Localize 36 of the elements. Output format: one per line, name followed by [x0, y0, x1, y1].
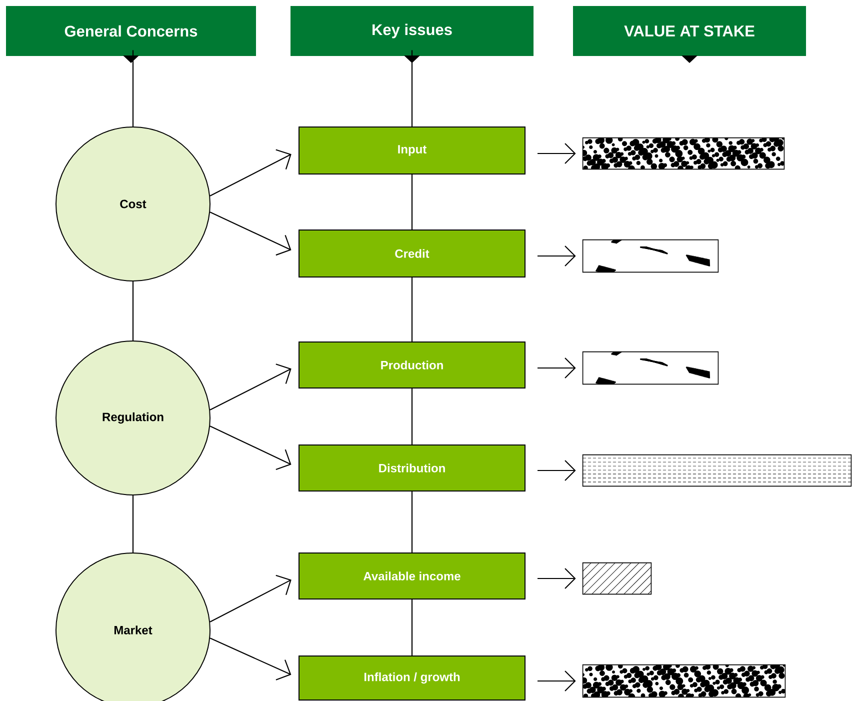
arrow: [538, 670, 576, 692]
connector-line: [411, 278, 413, 342]
bar: [582, 562, 652, 595]
arrow: [210, 212, 292, 256]
arrow: [210, 426, 292, 470]
arrow: [538, 143, 576, 164]
arrow: [538, 460, 576, 481]
arrow: [538, 246, 576, 266]
connector-line: [411, 50, 413, 126]
connector-line: [411, 388, 413, 444]
issue-box: Inflation / growth: [298, 656, 526, 700]
issue-box: Distribution: [298, 444, 526, 492]
issue-box: Available income: [298, 552, 526, 600]
arrow: [210, 638, 292, 680]
header-box: Key issues: [290, 6, 534, 63]
connector-line: [132, 50, 134, 126]
bar: [582, 351, 719, 385]
bar: [582, 239, 719, 273]
issue-box: Input: [298, 126, 526, 174]
connector-line: [411, 492, 413, 552]
connector-line: [411, 174, 413, 230]
arrow: [538, 358, 576, 378]
header-box: General Concerns: [6, 6, 256, 63]
issue-box: Production: [298, 342, 526, 388]
arrow: [210, 574, 292, 622]
arrow: [210, 364, 292, 410]
arrow: [210, 149, 292, 196]
connector-line: [132, 282, 134, 340]
bar: [582, 664, 786, 698]
connector-line: [411, 600, 413, 656]
bar: [582, 454, 852, 487]
arrow: [538, 568, 576, 589]
header-box: VALUE AT STAKE: [573, 6, 806, 63]
bar: [582, 137, 785, 170]
connector-line: [132, 496, 134, 552]
issue-box: Credit: [298, 230, 526, 278]
